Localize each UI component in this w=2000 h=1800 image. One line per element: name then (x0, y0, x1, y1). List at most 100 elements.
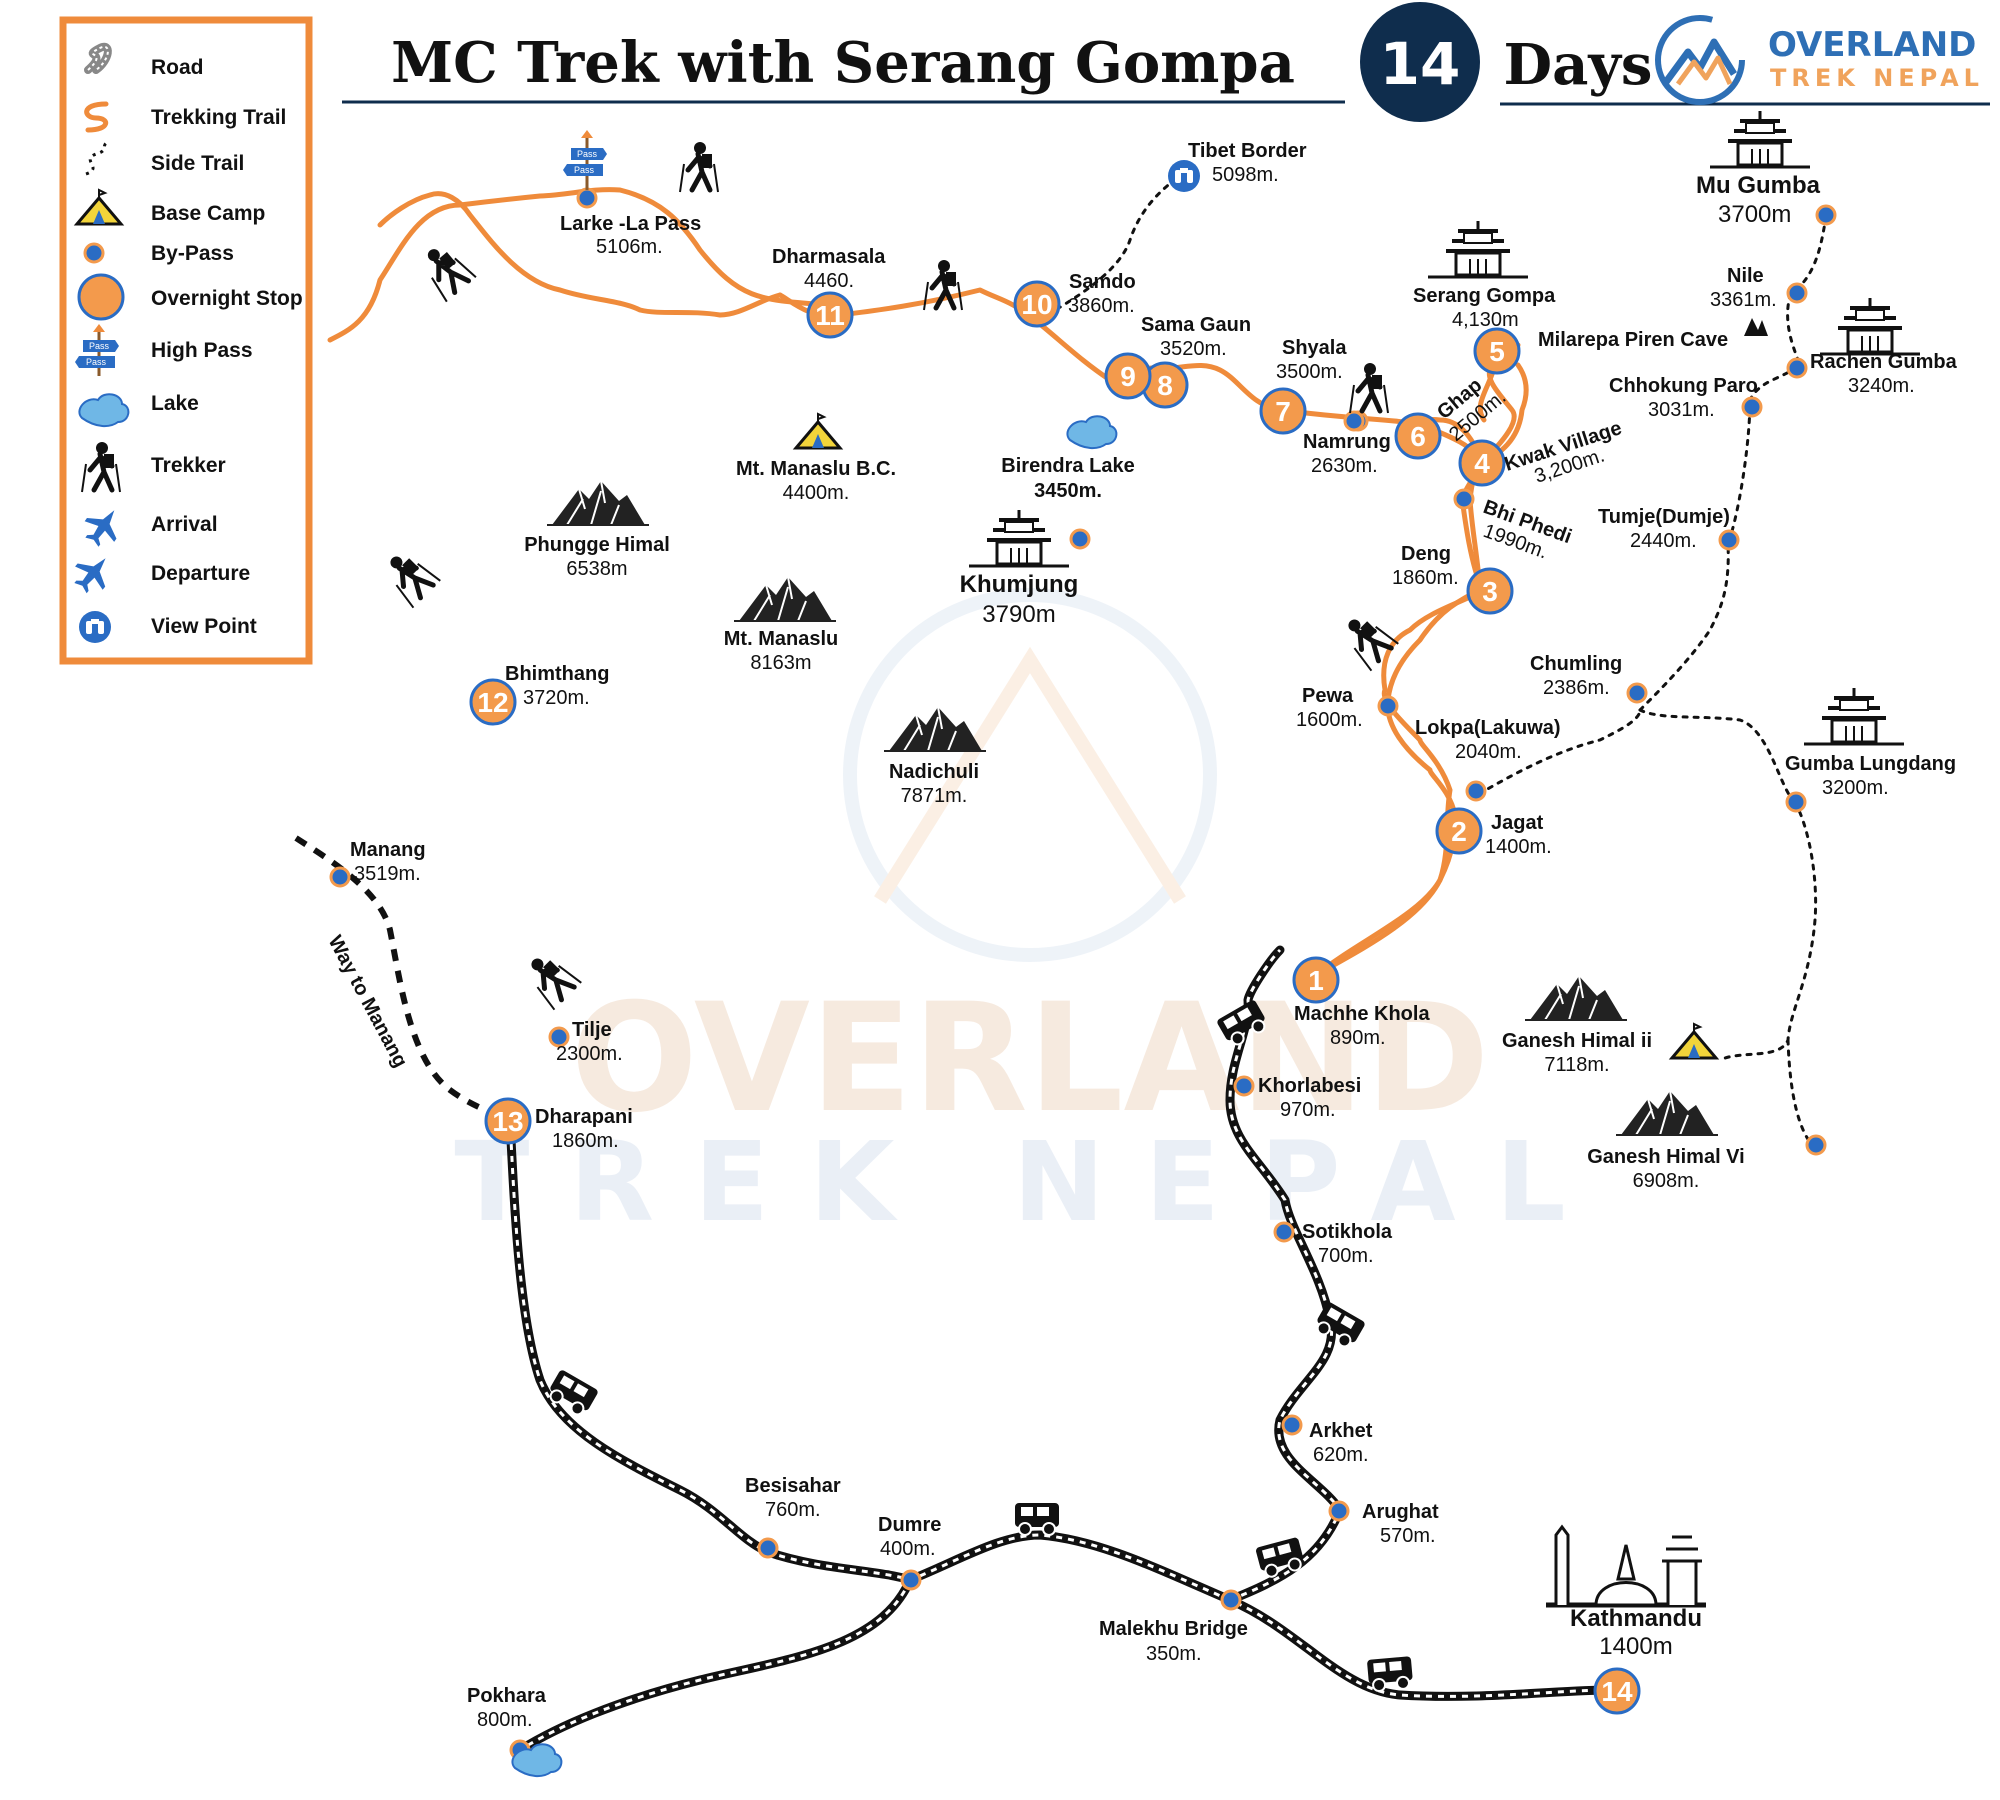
bypass-dot[interactable] (1220, 1589, 1242, 1611)
label-nadichuli-alt: 7871m. (901, 785, 968, 807)
mountain-icon (546, 480, 650, 526)
stop-13[interactable]: 13 (484, 1097, 532, 1145)
bypass-dot[interactable] (1281, 1414, 1303, 1436)
label-tumje-name: Tumje(Dumje) (1598, 506, 1730, 528)
bypass-dot[interactable] (1233, 1075, 1255, 1097)
label-stop-13-name: Dharapani (535, 1106, 633, 1128)
label-khumjung-name: Khumjung (960, 571, 1079, 598)
trekking-trails (327, 187, 1529, 978)
bypass-dot[interactable] (1741, 396, 1763, 418)
stop-14[interactable]: 14 (1593, 1667, 1641, 1715)
pass-sign-text-2: Pass (574, 165, 595, 175)
bypass-dot[interactable] (1273, 1221, 1295, 1243)
label-namrung-alt: 2630m. (1311, 455, 1378, 477)
label-pokhara-name: Pokhara (467, 1685, 547, 1707)
stop-7[interactable]: 7 (1259, 387, 1307, 435)
label-stop-5-alt: 4,130m (1452, 309, 1519, 331)
legend-label-base-camp: Base Camp (151, 202, 265, 225)
brand-logo (1655, 15, 1745, 105)
way-to-manang-path (294, 835, 512, 1123)
bypass-dot[interactable] (1815, 204, 1837, 226)
label-larke-pass-name: Larke -La Pass (560, 213, 701, 235)
stop-10[interactable]: 10 (1013, 280, 1061, 328)
stop-5[interactable]: 5 (1473, 327, 1521, 375)
legend-label-overnight-stop: Overnight Stop (151, 287, 303, 310)
label-stop-12-alt: 3720m. (523, 687, 590, 709)
bypass-dot[interactable] (900, 1569, 922, 1591)
mountain-icon (883, 706, 987, 752)
label-malekhu-alt: 350m. (1146, 1643, 1202, 1665)
stop-4[interactable]: 4 (1458, 439, 1506, 487)
bypass-dot[interactable] (1786, 282, 1808, 304)
label-nile-name: Nile (1727, 265, 1764, 287)
base-camp-icon (1670, 1022, 1718, 1060)
bypass-dot[interactable] (1805, 1134, 1827, 1156)
bypass-dot[interactable] (1453, 488, 1475, 510)
stop-7-number: 7 (1275, 396, 1291, 427)
stop-6[interactable]: 6 (1394, 412, 1442, 460)
bypass-dot[interactable] (1377, 695, 1399, 717)
stop-3-number: 3 (1482, 576, 1498, 607)
legend-label-trekking-trail: Trekking Trail (151, 106, 286, 129)
label-dumre-name: Dumre (878, 1514, 941, 1536)
watermark-line2: TREK NEPAL (454, 1118, 1605, 1246)
binoculars-icon[interactable] (1168, 160, 1200, 192)
label-manang-name: Manang (350, 839, 426, 861)
bypass-dot[interactable] (1343, 410, 1365, 432)
stop-1[interactable]: 1 (1292, 956, 1340, 1004)
stop-11-number: 11 (815, 300, 845, 331)
trekker-icon (1336, 608, 1398, 670)
stop-9-number: 9 (1120, 361, 1136, 392)
label-stop-11-alt: 4460. (804, 270, 854, 292)
label-ganesh-himal-vi-name: Ganesh Himal Vi (1587, 1146, 1744, 1168)
stop-11[interactable]: 11 (806, 291, 854, 339)
stop-5-number: 5 (1489, 336, 1505, 367)
label-manaslu-bc-name: Mt. Manaslu B.C. (736, 458, 896, 480)
label-pokhara-alt: 800m. (477, 1709, 533, 1731)
bypass-dot[interactable] (1069, 528, 1091, 550)
legend-label-road: Road (151, 56, 204, 79)
road-icon (84, 42, 112, 74)
label-tibet-border-name: Tibet Border (1188, 140, 1307, 162)
stop-2[interactable]: 2 (1435, 807, 1483, 855)
legend-label-arrival: Arrival (151, 513, 218, 536)
trekking-trail-icon (84, 101, 109, 133)
binoculars-icon (79, 611, 111, 643)
label-birendra-lake-alt: 3450m. (1034, 480, 1102, 502)
bypass-dot[interactable] (1626, 682, 1648, 704)
legend-label-high-pass: High Pass (151, 339, 253, 362)
bypass-dot[interactable] (1465, 780, 1487, 802)
label-milarepa-cave: Milarepa Piren Cave (1538, 329, 1728, 351)
stop-8[interactable]: 8 (1141, 361, 1189, 409)
bypass-dot[interactable] (1785, 791, 1807, 813)
label-stop-3-name: Deng (1401, 543, 1451, 565)
label-arkhet-alt: 620m. (1313, 1444, 1369, 1466)
stop-9[interactable]: 9 (1104, 352, 1152, 400)
label-tibet-border-alt: 5098m. (1212, 164, 1279, 186)
label-gumba-lungdang-name: Gumba Lungdang (1785, 753, 1956, 775)
label-ganesh-himal-ii-name: Ganesh Himal ii (1502, 1030, 1652, 1052)
label-stop-1-name: Machhe Khola (1294, 1003, 1430, 1025)
days-label: Days (1504, 32, 1653, 98)
label-malekhu-name: Malekhu Bridge (1099, 1618, 1248, 1640)
bypass-dot[interactable] (576, 187, 598, 209)
trekker-icon (680, 142, 718, 192)
bus-icon (1014, 1502, 1060, 1536)
label-stop-14-alt: 1400m (1599, 1633, 1672, 1660)
label-stop-1-alt: 890m. (1330, 1027, 1386, 1049)
bypass-dot[interactable] (329, 866, 351, 888)
mountain-icon (1615, 1090, 1719, 1136)
legend-label-lake: Lake (151, 392, 199, 415)
legend-label-trekker: Trekker (151, 454, 226, 477)
bypass-dot[interactable] (757, 1537, 779, 1559)
trekker-icon (415, 239, 476, 302)
label-stop-14-name: Kathmandu (1570, 1605, 1702, 1632)
stop-3[interactable]: 3 (1466, 567, 1514, 615)
legend: Road Trekking Trail Side Trail Base Camp… (59, 16, 313, 665)
bypass-dot[interactable] (1786, 357, 1808, 379)
bypass-dot[interactable] (1328, 1500, 1350, 1522)
label-stop-5-name: Serang Gompa (1413, 285, 1556, 307)
stop-12[interactable]: 12 (469, 678, 517, 726)
bypass-dot[interactable] (1718, 529, 1740, 551)
